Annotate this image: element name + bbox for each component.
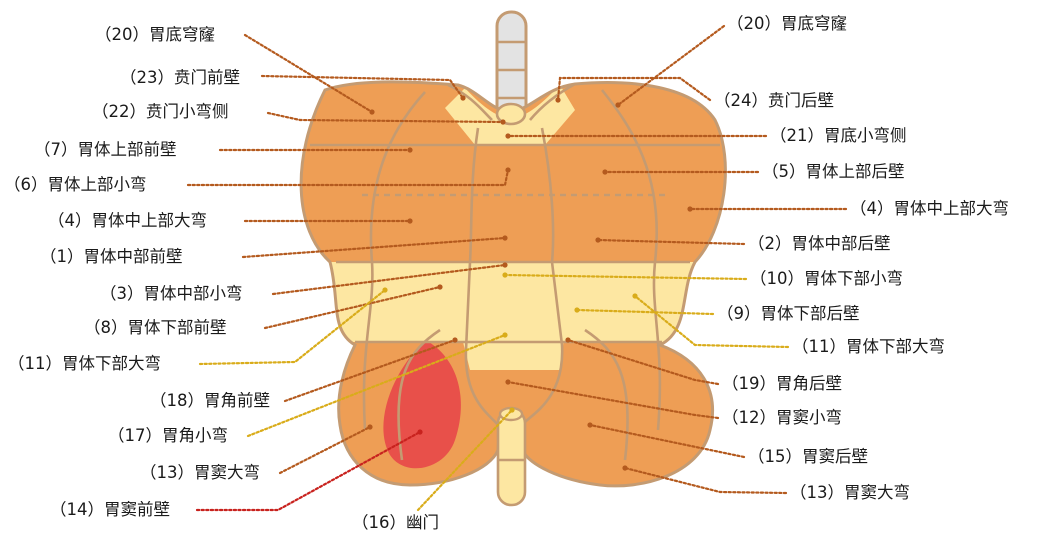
label-12-antrum-lesser-curve: （12）胃窦小弯	[722, 408, 842, 427]
label-4-mid-upper-body-greater-curve-left: （4）胃体中上部大弯	[48, 211, 207, 230]
label-3-mid-body-lesser-curve: （3）胃体中部小弯	[100, 284, 243, 303]
label-18-angulus-anterior: （18）胃角前壁	[150, 391, 270, 410]
leader-anchor-19	[565, 337, 570, 342]
leader-anchor-20a	[369, 109, 374, 114]
leader-anchor-18	[452, 337, 457, 342]
leader-anchor-21	[505, 133, 510, 138]
leader-anchor-13a	[367, 424, 372, 429]
leader-line-20a	[245, 35, 372, 112]
leader-anchor-15	[587, 422, 592, 427]
leader-anchor-4a	[407, 218, 412, 223]
duodenum-tube	[498, 410, 525, 505]
leader-anchor-7	[407, 147, 412, 152]
label-17-angulus-lesser-curve: （17）胃角小弯	[108, 426, 228, 445]
leader-anchor-4b	[687, 206, 692, 211]
label-11-lower-body-greater-curve-right: （11）胃体下部大弯	[792, 337, 945, 356]
leader-anchor-12	[505, 379, 510, 384]
leader-anchor-20b	[615, 102, 620, 107]
label-21-fundus-lesser-curve: （21）胃底小弯侧	[770, 126, 907, 145]
leader-anchor-22	[500, 119, 505, 124]
leader-anchor-11a	[382, 287, 387, 292]
label-7-upper-body-anterior: （7）胃体上部前壁	[34, 140, 177, 159]
leader-anchor-3	[502, 262, 507, 267]
leader-anchor-9	[574, 307, 579, 312]
leader-anchor-5	[602, 169, 607, 174]
label-11-lower-body-greater-curve-left: （11）胃体下部大弯	[8, 354, 161, 373]
leader-anchor-13b	[622, 465, 627, 470]
leader-anchor-8	[437, 284, 442, 289]
label-6-upper-body-lesser-curve: （6）胃体上部小弯	[4, 175, 147, 194]
leader-anchor-17	[502, 332, 507, 337]
label-1-mid-body-anterior: （1）胃体中部前壁	[40, 247, 183, 266]
label-15-antrum-posterior: （15）胃窦后壁	[748, 447, 868, 466]
leader-anchor-10	[502, 272, 507, 277]
label-9-lower-body-posterior: （9）胃体下部后壁	[717, 304, 860, 323]
leader-anchor-2	[595, 237, 600, 242]
region-angulus	[460, 330, 565, 370]
leader-anchor-11b	[632, 293, 637, 298]
label-20-fundus-fornix-left: （20）胃底穹窿	[95, 25, 215, 44]
pylorus	[498, 408, 525, 505]
label-14-antrum-anterior: （14）胃窦前壁	[50, 500, 170, 519]
label-5-upper-body-posterior: （5）胃体上部后壁	[762, 162, 905, 181]
label-24-cardia-posterior: （24）贲门后壁	[714, 91, 834, 110]
label-4-mid-upper-body-greater-curve-right: （4）胃体中上部大弯	[850, 199, 1009, 218]
leader-anchor-1	[502, 235, 507, 240]
leader-anchor-14	[417, 429, 422, 434]
leader-anchor-16	[509, 407, 514, 412]
label-23-cardia-anterior: （23）贲门前壁	[120, 68, 240, 87]
label-10-lower-body-lesser-curve: （10）胃体下部小弯	[750, 269, 903, 288]
label-20-fundus-fornix-right: （20）胃底穹窿	[727, 14, 847, 33]
label-13-antrum-greater-curve-right: （13）胃窦大弯	[790, 483, 910, 502]
label-16-pylorus: （16）幽门	[352, 513, 439, 532]
leader-anchor-24	[555, 97, 560, 102]
label-22-cardia-lesser-curve: （22）贲门小弯侧	[92, 102, 229, 121]
label-8-lower-body-anterior: （8）胃体下部前壁	[84, 318, 227, 337]
label-2-mid-body-posterior: （2）胃体中部后壁	[748, 234, 891, 253]
label-19-angulus-posterior: （19）胃角后壁	[722, 374, 842, 393]
label-13-antrum-greater-curve-left: （13）胃窦大弯	[140, 463, 260, 482]
leader-anchor-23	[460, 95, 465, 100]
leader-anchor-6	[505, 167, 510, 172]
